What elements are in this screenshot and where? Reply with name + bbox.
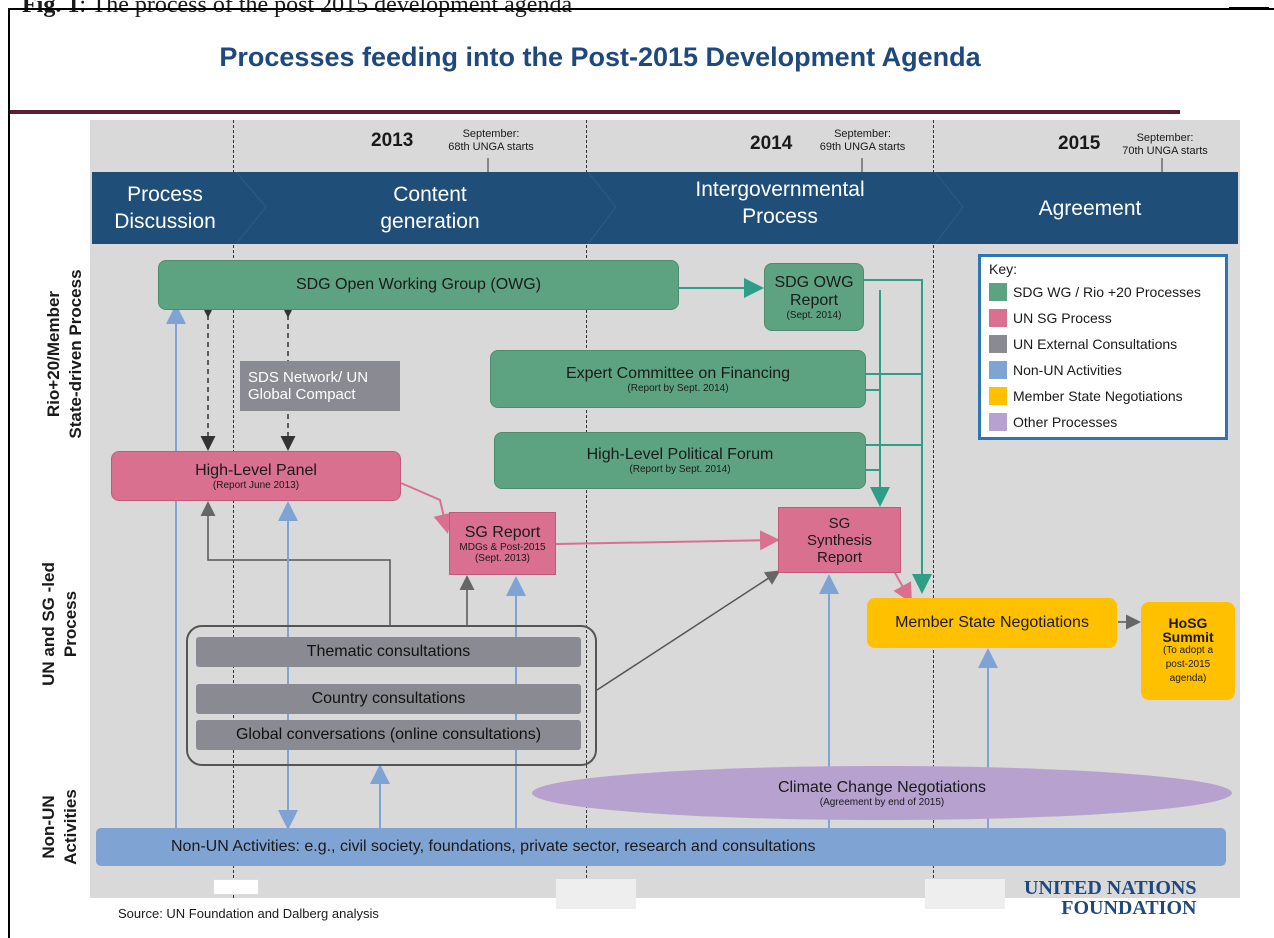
arrow-consultations-to-synthesis [596,570,781,691]
footer-tab [556,879,636,909]
legend-item: UN External Consultations [989,331,1225,357]
node-owg: SDG Open Working Group (OWG) [158,260,679,310]
node-financing: Expert Committee on Financing(Report by … [490,350,866,408]
divider-2015 [933,120,934,898]
node-high-level-panel: High-Level Panel(Report June 2013) [111,451,401,501]
source-note: Source: UN Foundation and Dalberg analys… [118,906,379,921]
legend-item: UN SG Process [989,305,1225,331]
footer-tab [213,879,259,895]
arrow-synthesis-to-msn [893,570,912,604]
node-hlpf: High-Level Political Forum(Report by Sep… [494,432,866,489]
legend-item: Non-UN Activities [989,357,1225,383]
caption-rule [1229,7,1269,9]
legend-item: SDG WG / Rio +20 Processes [989,279,1225,305]
divider-2014 [586,120,587,898]
footer-tab [925,879,1005,909]
unga-69-note: September:69th UNGA starts [819,128,906,153]
year-label-2015: 2015 [1058,133,1101,154]
phase-agreement: Agreement [1038,196,1142,220]
phase-chevron-2 [236,172,616,244]
year-label-2014: 2014 [750,133,793,154]
title-rule [10,110,1180,114]
phase-chevron-1 [92,172,266,244]
slide-frame [8,8,1274,938]
node-member-state-negotiations: Member State Negotiations [867,598,1117,648]
node-country-consultations: Country consultations [196,684,581,714]
unga-70-note: September:70th UNGA starts [1122,132,1208,157]
phase-chevron-3 [588,172,963,244]
arrow-sgreport-to-synthesis [555,530,780,551]
consultations-group [186,625,597,766]
legend: Key: SDG WG / Rio +20 Processes UN SG Pr… [978,254,1228,440]
legend-item: Member State Negotiations [989,383,1225,409]
divider-2013 [233,120,234,898]
node-thematic-consultations: Thematic consultations [196,637,581,667]
arrow-consultations-to-hlp [200,501,391,625]
unga-68-note: September:68th UNGA starts [448,128,534,153]
legend-title: Key: [989,261,1018,277]
year-label-2013: 2013 [371,130,414,151]
slide-title: Processes feeding into the Post-2015 Dev… [219,42,981,72]
node-global-conversations: Global conversations (online consultatio… [196,720,581,750]
phase-chevron-4 [935,172,1238,244]
arrow-report-to-msn [864,279,932,594]
legend-item: Other Processes [989,409,1225,435]
node-non-un-activities: Non-UN Activities: e.g., civil society, … [96,828,1226,866]
arrow-hlp-to-sgreport [400,482,454,534]
node-climate-change: Climate Change Negotiations(Agreement by… [532,766,1232,820]
